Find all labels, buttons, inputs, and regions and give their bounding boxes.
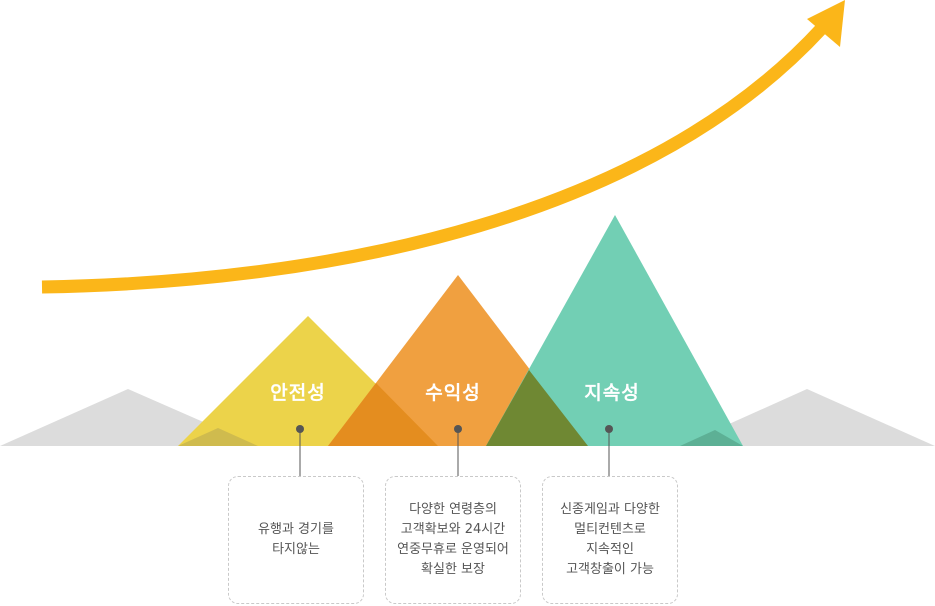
peak-label-stability: 안전성 (270, 382, 326, 404)
note-card-stability: 유행과 경기를 타지않는 (228, 476, 364, 604)
note-card-profitability: 다양한 연령층의 고객확보와 24시간 연중무휴로 운영되어 확실한 보장 (385, 476, 521, 604)
background-mountain-right (680, 389, 935, 446)
peak-label-sustainability: 지속성 (584, 382, 640, 404)
growth-arrowhead (807, 0, 845, 47)
growth-arrow-line (41, 23, 827, 294)
connector-dot-stability (296, 425, 304, 433)
connector-dot-profitability (454, 425, 462, 433)
overlap-bg-left-stability (178, 428, 258, 446)
note-text-sustainability: 신종게임과 다양한 멀티컨텐츠로 지속적인 고객창출이 가능 (560, 502, 660, 577)
overlap-profitability-sustainability (486, 370, 588, 446)
overlap-stability-profitability (328, 383, 438, 446)
note-card-sustainability: 신종게임과 다양한 멀티컨텐츠로 지속적인 고객창출이 가능 (542, 476, 678, 604)
peak-label-profitability: 수익성 (425, 382, 481, 404)
note-text-profitability: 다양한 연령층의 고객확보와 24시간 연중무휴로 운영되어 확실한 보장 (397, 502, 509, 577)
connector-dot-sustainability (605, 425, 613, 433)
overlap-sustainability-bg-right (680, 430, 743, 446)
note-text-stability: 유행과 경기를 타지않는 (258, 522, 334, 557)
peak-sustainability (486, 215, 743, 446)
